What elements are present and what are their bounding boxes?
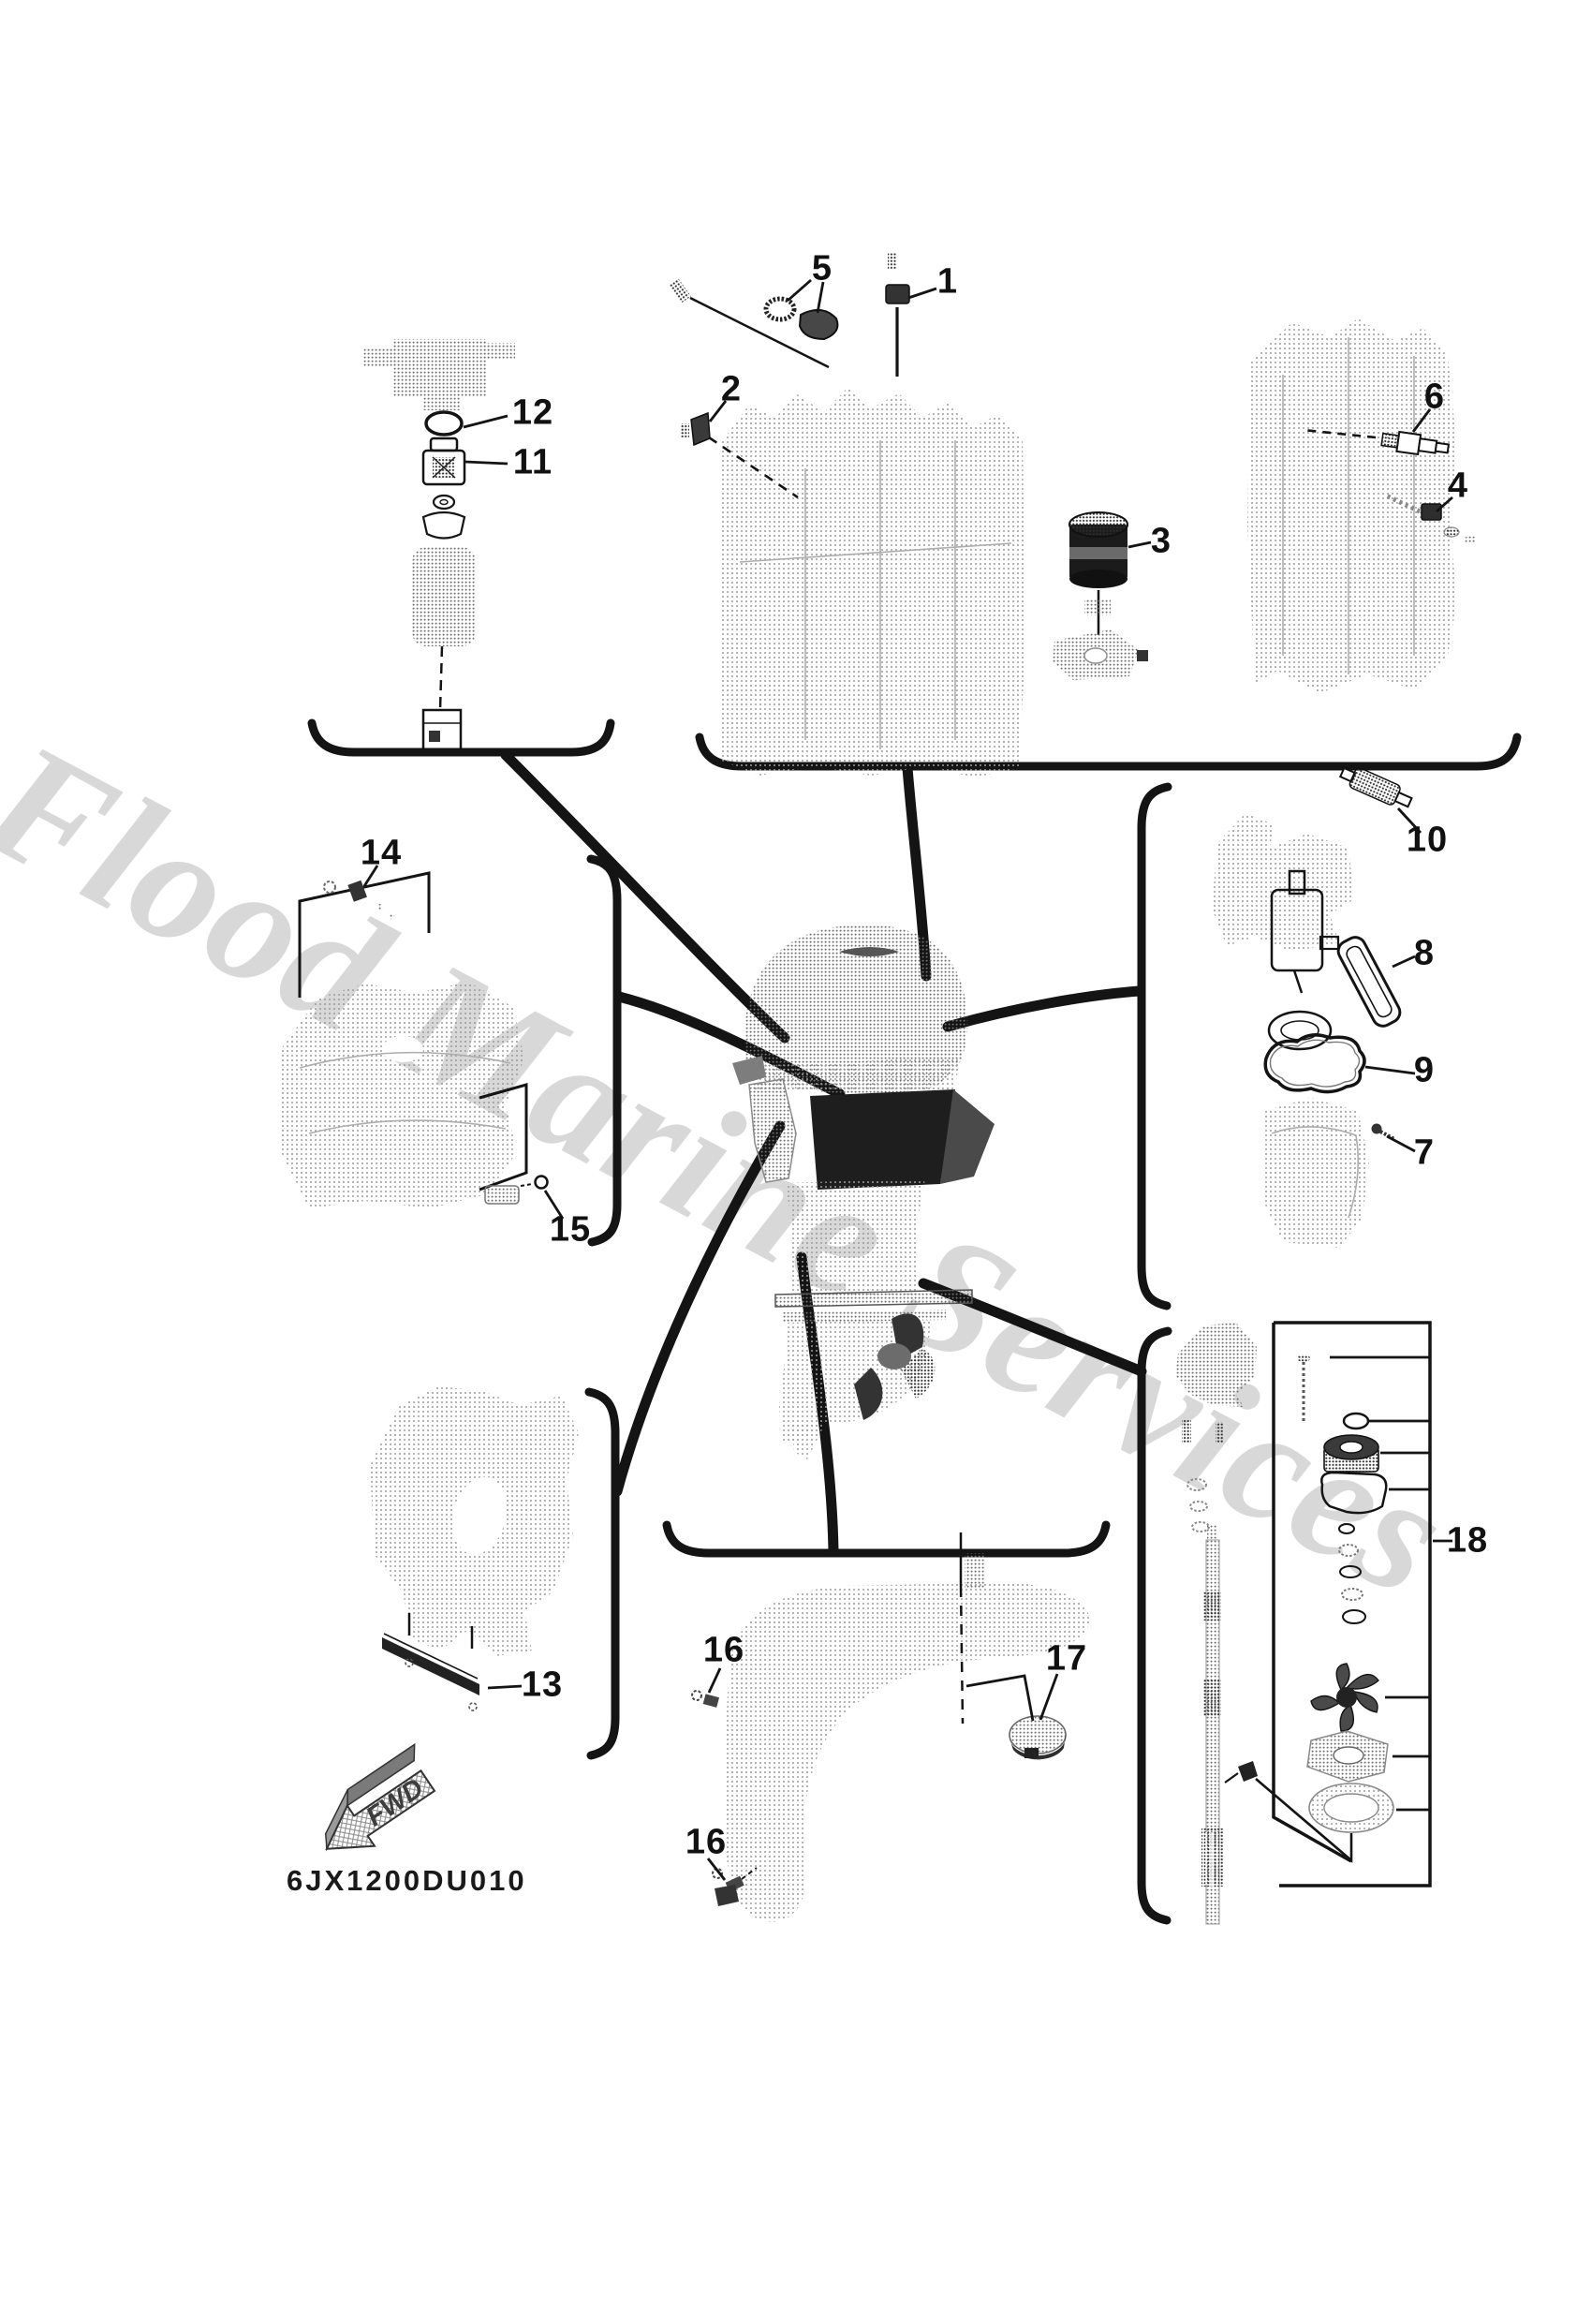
callout-label-2: 2 bbox=[720, 369, 743, 409]
lower-unit-silhouette bbox=[724, 1582, 1090, 1922]
callout-label-14: 14 bbox=[360, 833, 403, 873]
thermostat-parts-part5 bbox=[669, 277, 839, 369]
fwd-arrow: FWD bbox=[324, 1742, 436, 1852]
upper-midsection bbox=[785, 1178, 925, 1223]
anode-part1 bbox=[885, 253, 910, 377]
callout-label-7: 7 bbox=[1413, 1132, 1436, 1173]
pump-cup-outline bbox=[1320, 1471, 1388, 1515]
anode-screw-part16-upper bbox=[691, 1690, 720, 1708]
callout-label-15: 15 bbox=[549, 1209, 592, 1250]
callout-label-18: 18 bbox=[1446, 1520, 1489, 1561]
bracket-gearcase-group bbox=[662, 1520, 1111, 1558]
impeller bbox=[1310, 1663, 1379, 1732]
wear-plate bbox=[1306, 1730, 1389, 1783]
propeller-blade-right bbox=[901, 1349, 936, 1399]
clamp-bracket bbox=[748, 1078, 797, 1183]
anti-ventilation-plate bbox=[774, 1289, 973, 1308]
callout-label-16: 16 bbox=[702, 1630, 745, 1670]
callout-label-17: 17 bbox=[1045, 1638, 1088, 1679]
callout-label-5: 5 bbox=[811, 248, 833, 289]
fuel-pump-part bbox=[1270, 869, 1340, 994]
kit-box-outline bbox=[1272, 1321, 1432, 1887]
callout-label-13: 13 bbox=[521, 1665, 564, 1705]
connector-electrical bbox=[942, 985, 1145, 1032]
waterpump-kit-parts bbox=[1297, 1354, 1394, 1833]
panel-outline-lower bbox=[479, 1083, 528, 1192]
callout-label-8: 8 bbox=[1413, 933, 1436, 973]
bracket-electrical-group bbox=[1137, 782, 1172, 1310]
drawing-code: 6JX1200DU010 bbox=[287, 1864, 527, 1897]
callout-label-9: 9 bbox=[1413, 1050, 1436, 1090]
pump-housing-silhouette bbox=[1175, 1323, 1257, 1407]
oil-pan-group-illustration bbox=[281, 871, 549, 1208]
filter-element-part11 bbox=[421, 437, 466, 486]
anode-screw-part14 bbox=[323, 880, 394, 919]
panel-outline-upper bbox=[298, 871, 431, 998]
inline-fuel-filter-part10 bbox=[1338, 766, 1413, 808]
callout-label-16: 16 bbox=[685, 1822, 728, 1862]
group-brackets bbox=[307, 718, 1522, 1925]
filter-cup bbox=[412, 547, 476, 646]
anode-plug-part4 bbox=[1382, 492, 1476, 543]
trim-tab-anode-part17 bbox=[1009, 1715, 1067, 1760]
clamp-bracket-group-illustration: FWD bbox=[324, 1386, 579, 1852]
callout-label-11: 11 bbox=[512, 442, 553, 482]
cowling-seam bbox=[749, 1057, 961, 1094]
cylinder-head-illustration bbox=[1247, 318, 1476, 693]
anode-screw-part16-lower bbox=[712, 1867, 758, 1906]
cylinder-head-block bbox=[1247, 318, 1457, 693]
gearcase-group-illustration bbox=[691, 1532, 1090, 1922]
propeller-hub bbox=[877, 1343, 911, 1369]
fuel-filter-assembly-illustration bbox=[363, 339, 515, 751]
callout-label-4: 4 bbox=[1447, 466, 1469, 506]
outboard-motor-illustration bbox=[732, 925, 995, 1459]
skeg bbox=[791, 1422, 824, 1459]
cylinder-block bbox=[721, 388, 1025, 777]
engine-cowling bbox=[744, 925, 968, 1094]
bracket-oil-pan-group bbox=[586, 854, 622, 1247]
callout-label-10: 10 bbox=[1406, 820, 1449, 860]
gasket-part9 bbox=[1263, 1033, 1366, 1094]
bracket-bracket-group bbox=[584, 1387, 620, 1760]
bolt-part7 bbox=[1371, 1123, 1395, 1141]
oil-filter-illustration bbox=[1053, 511, 1148, 680]
bracket-powerhead-group bbox=[695, 733, 1522, 771]
callout-leader-lines bbox=[362, 278, 1453, 1881]
pump-gasket bbox=[1308, 1783, 1394, 1833]
filter-float bbox=[421, 511, 466, 540]
lower-case-silhouette bbox=[1262, 1098, 1369, 1248]
pump-insert-cartridge bbox=[1323, 1434, 1379, 1473]
driveshaft bbox=[1201, 1525, 1223, 1925]
electrical-bracket-silhouette bbox=[1212, 813, 1354, 952]
pump-cup bbox=[1267, 1010, 1333, 1051]
bracket-fuel-filter-group bbox=[307, 718, 615, 757]
oil-pan-silhouette bbox=[281, 982, 524, 1208]
callout-label-1: 1 bbox=[936, 261, 959, 302]
bracket-waterpump-group bbox=[1137, 1326, 1172, 1925]
o-ring-part12 bbox=[424, 410, 464, 437]
callout-label-6: 6 bbox=[1423, 377, 1446, 417]
pump-plate-part8 bbox=[1336, 936, 1402, 1028]
callout-label-12: 12 bbox=[511, 392, 554, 433]
fuel-pump-group-illustration bbox=[1212, 766, 1413, 1248]
anode-part15 bbox=[484, 1175, 549, 1205]
midsection-column bbox=[792, 1220, 916, 1295]
anode-cover-part2 bbox=[681, 411, 799, 499]
tiller-bracket bbox=[732, 1056, 766, 1085]
connector-fuel-filter bbox=[500, 749, 790, 1044]
callout-label-3: 3 bbox=[1150, 521, 1172, 561]
propeller-blade-bottom bbox=[854, 1368, 883, 1420]
connector-bracket bbox=[612, 1120, 786, 1497]
spark-plug-part6 bbox=[1380, 430, 1451, 456]
bottom-cowl-side bbox=[940, 1089, 995, 1184]
waterpump-group-illustration bbox=[1175, 1321, 1432, 1925]
filter-sensor-connector bbox=[421, 708, 463, 751]
cowling-air-vent bbox=[839, 947, 899, 956]
bottom-cowl-shadow bbox=[810, 1089, 955, 1190]
powerhead-illustration bbox=[669, 253, 1025, 777]
anode-bar-part13 bbox=[382, 1613, 479, 1711]
